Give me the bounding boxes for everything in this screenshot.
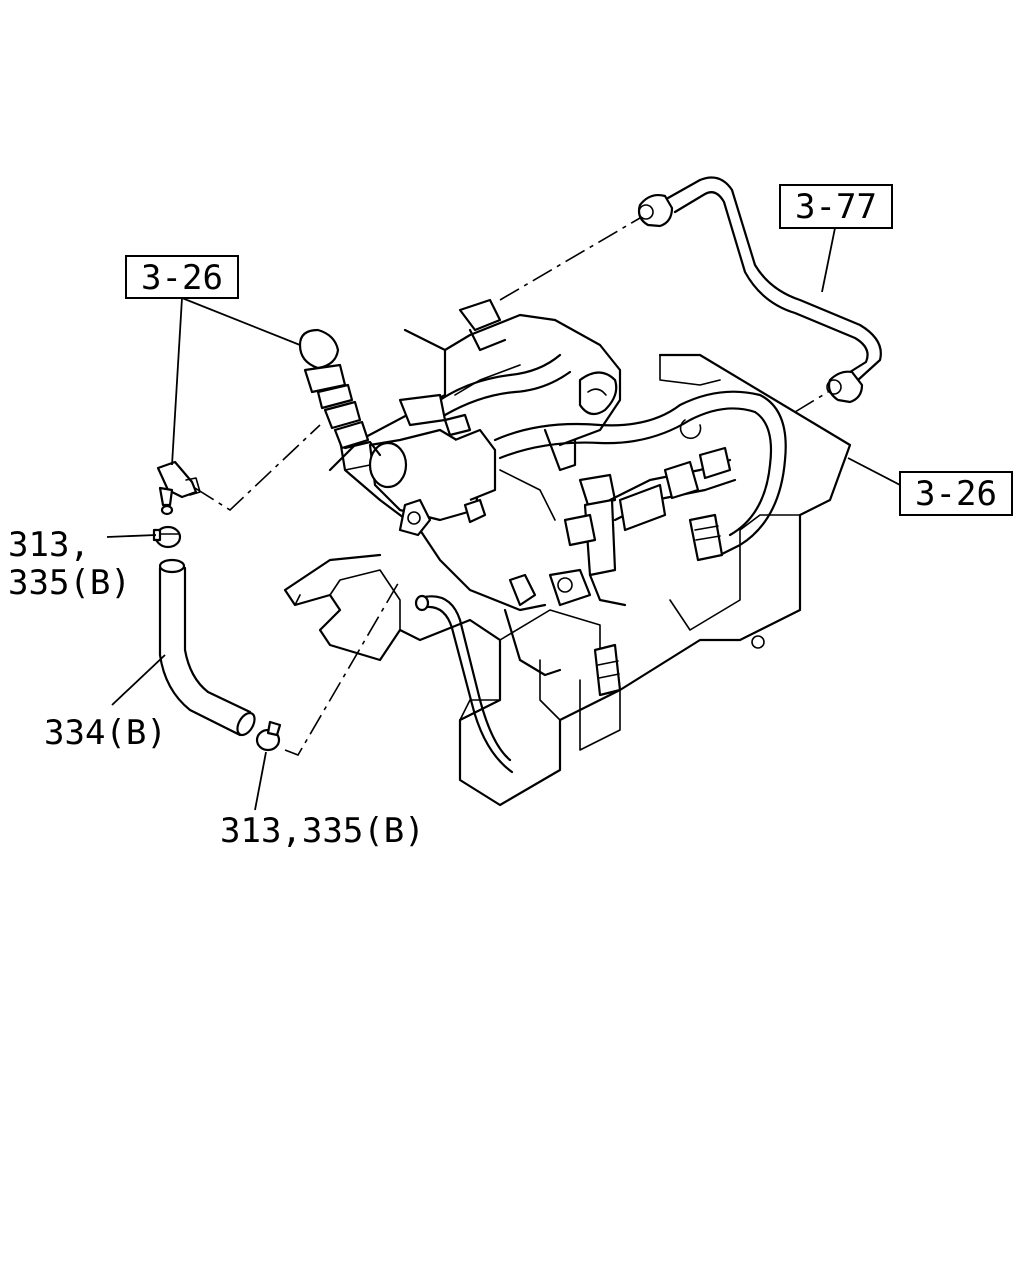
label-clamp-upper-line1: 313, bbox=[8, 525, 90, 565]
callout-box-3-26-top bbox=[125, 255, 239, 299]
label-hose: 334(B) bbox=[44, 713, 167, 753]
solenoid-valve bbox=[368, 413, 497, 537]
hose-334b bbox=[158, 558, 256, 737]
canister-body bbox=[338, 313, 622, 612]
label-clamp-upper-line2: 335(B) bbox=[8, 563, 131, 603]
lower-hose bbox=[414, 594, 514, 774]
connector-cluster bbox=[503, 446, 737, 697]
leader-lines bbox=[106, 227, 903, 811]
callout-3-26-top: 3-26 bbox=[141, 258, 223, 298]
metal-pipe-3-77 bbox=[637, 176, 882, 404]
callout-box-3-26-right bbox=[899, 471, 1013, 516]
clamp-lower bbox=[255, 720, 282, 752]
callout-3-26-right: 3-26 bbox=[915, 474, 997, 514]
label-clamp-lower: 313,335(B) bbox=[220, 811, 425, 851]
base-bracket bbox=[283, 328, 852, 807]
clamp-upper bbox=[152, 525, 182, 549]
callout-box-3-77 bbox=[779, 184, 893, 229]
callout-3-77: 3-77 bbox=[795, 187, 877, 227]
body-hoses bbox=[398, 298, 787, 562]
inlet-tube bbox=[298, 328, 382, 457]
assembly-lines bbox=[194, 217, 829, 756]
elbow-fitting bbox=[156, 460, 201, 516]
